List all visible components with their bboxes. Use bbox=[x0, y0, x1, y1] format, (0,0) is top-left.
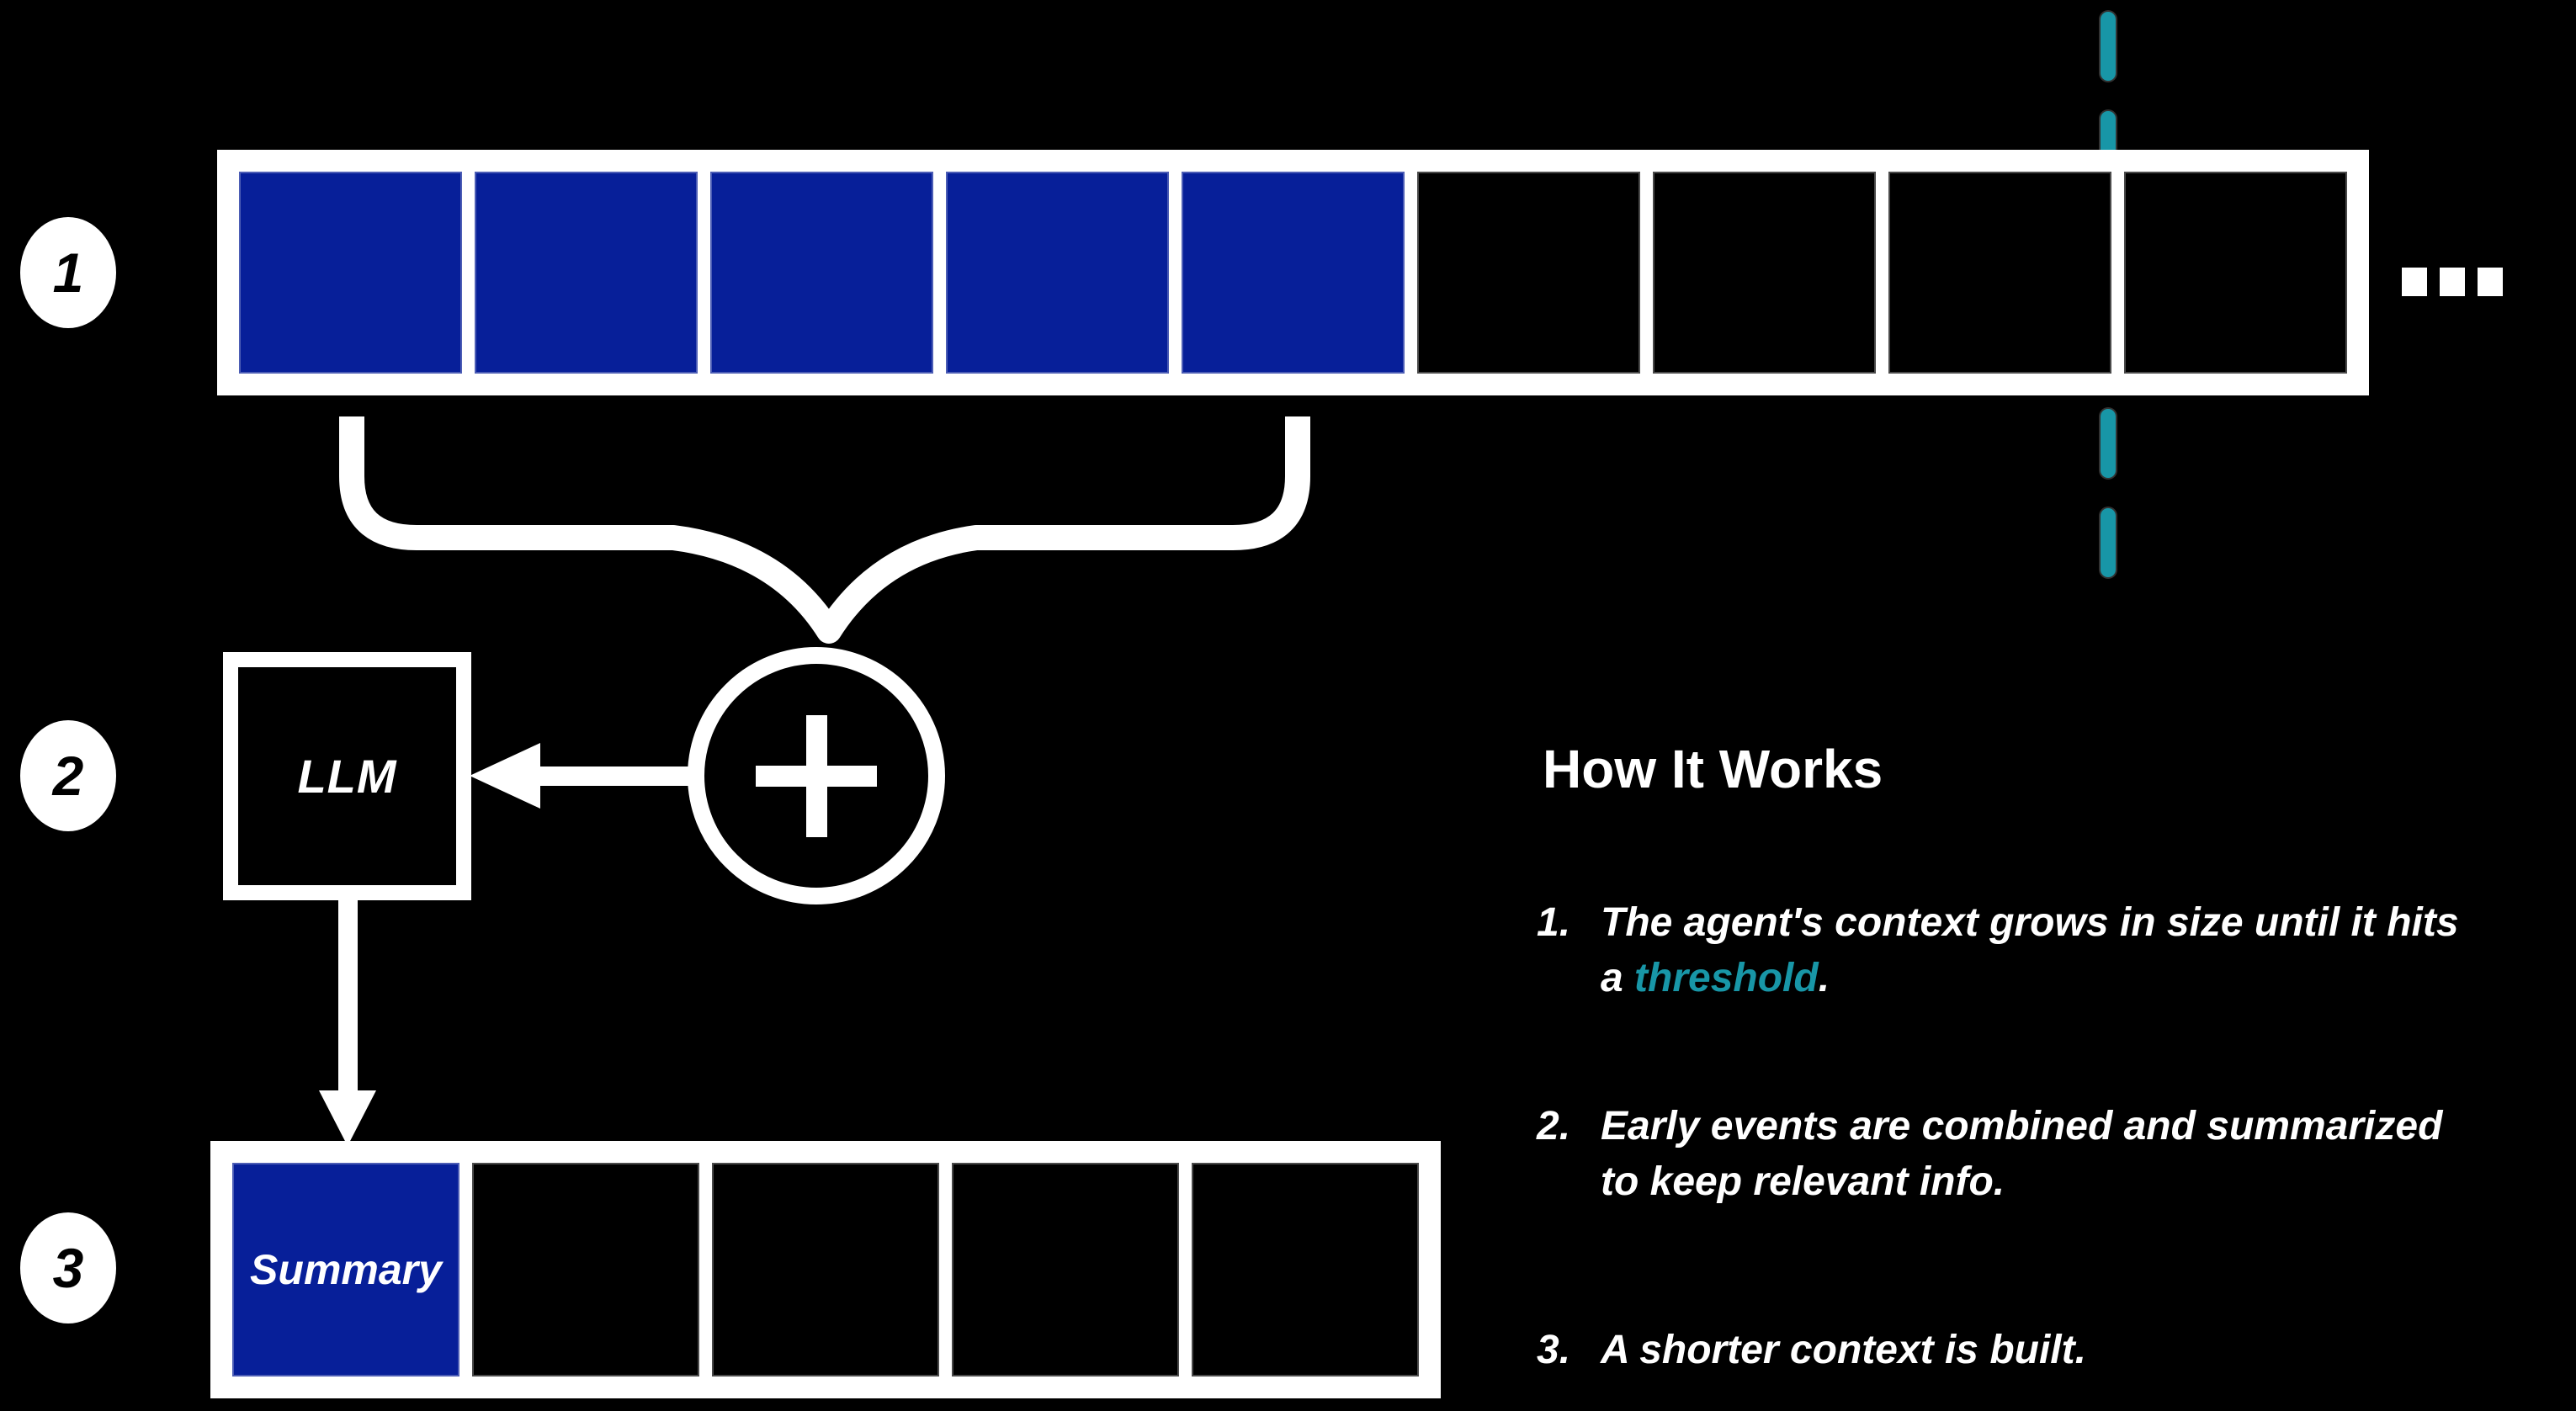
arrow-to-summary-stem bbox=[338, 899, 358, 1102]
how-it-works-step-1: 1. The agent's context grows in size unt… bbox=[1537, 895, 2476, 1006]
summary-label: Summary bbox=[250, 1246, 442, 1293]
threshold-dash bbox=[2101, 12, 2116, 81]
context-cell bbox=[1417, 172, 1640, 374]
step-text-before: The agent's context grows in size until … bbox=[1601, 900, 2459, 1000]
arrow-down-icon bbox=[319, 1090, 376, 1146]
how-it-works-title: How It Works bbox=[1543, 739, 1883, 799]
how-it-works-step-2: 2. Early events are combined and summari… bbox=[1537, 1099, 2476, 1210]
step-number: 3. bbox=[1537, 1328, 1571, 1372]
context-cell bbox=[472, 1163, 699, 1377]
step-marker-3-label: 3 bbox=[52, 1237, 84, 1299]
llm-label: LLM bbox=[297, 750, 397, 803]
context-cell bbox=[1888, 172, 2111, 374]
context-cell bbox=[475, 172, 698, 374]
step-text: The agent's context grows in size until … bbox=[1601, 895, 2476, 1006]
ellipsis-icon bbox=[2402, 268, 2503, 296]
arrow-left-icon bbox=[470, 743, 540, 809]
context-timeline-row bbox=[217, 150, 2369, 395]
context-cell bbox=[1182, 172, 1405, 374]
threshold-dash bbox=[2101, 409, 2116, 478]
ellipsis-dot bbox=[2402, 268, 2427, 296]
context-cell bbox=[1653, 172, 1876, 374]
step-text: Early events are combined and summarized… bbox=[1601, 1104, 2443, 1204]
summary-cell: Summary bbox=[232, 1163, 459, 1377]
plus-icon bbox=[806, 715, 827, 837]
context-cell bbox=[2124, 172, 2347, 374]
threshold-dash bbox=[2101, 508, 2116, 577]
step-marker-1: 1 bbox=[20, 217, 116, 328]
step-marker-2-label: 2 bbox=[52, 745, 84, 807]
context-cell bbox=[712, 1163, 939, 1377]
arrow-to-llm-stem bbox=[532, 767, 690, 786]
summary-row: Summary bbox=[210, 1141, 1441, 1398]
context-cell bbox=[239, 172, 462, 374]
threshold-highlight: threshold bbox=[1634, 956, 1819, 1000]
ellipsis-dot bbox=[2440, 268, 2465, 296]
step-text-after: . bbox=[1818, 956, 1830, 1000]
ellipsis-dot bbox=[2478, 268, 2503, 296]
llm-box: LLM bbox=[223, 652, 471, 900]
step-number: 1. bbox=[1537, 900, 1571, 945]
context-cell bbox=[710, 172, 933, 374]
context-cell bbox=[946, 172, 1169, 374]
context-cell bbox=[952, 1163, 1179, 1377]
step-marker-2: 2 bbox=[20, 720, 116, 831]
how-it-works-step-3: 3. A shorter context is built. bbox=[1537, 1323, 2476, 1378]
step-marker-3: 3 bbox=[20, 1212, 116, 1323]
step-number: 2. bbox=[1537, 1104, 1571, 1148]
context-cell bbox=[1192, 1163, 1419, 1377]
step-text: A shorter context is built. bbox=[1601, 1328, 2086, 1372]
step-marker-1-label: 1 bbox=[52, 241, 84, 304]
